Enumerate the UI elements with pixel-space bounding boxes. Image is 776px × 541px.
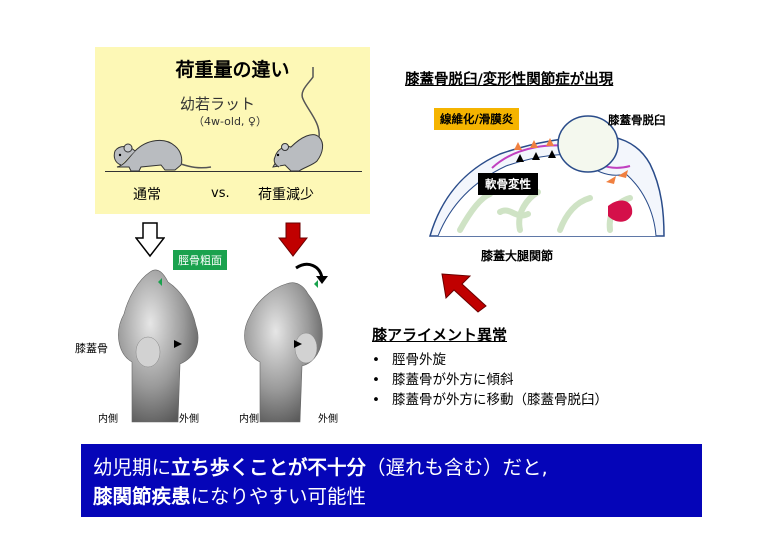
load-panel [95, 47, 370, 214]
rat-label: 幼若ラット [180, 95, 256, 113]
banner-text: （遅れも含む）だと, [366, 456, 548, 479]
banner-emphasis: 立ち歩くことが不十分 [171, 456, 367, 479]
rat-normal-icon [113, 139, 212, 172]
vs-label: vs. [211, 186, 230, 201]
banner-text: になりやすい可能性 [190, 485, 367, 508]
cartilage-degeneration-badge: 軟骨変性 [478, 173, 538, 195]
patella-label: 膝蓋骨 [75, 342, 108, 355]
normal-label: 通常 [133, 187, 161, 203]
down-arrow-white-icon [135, 222, 165, 258]
tibia-normal-image [118, 269, 199, 423]
banner-emphasis: 膝関節疾患 [93, 485, 191, 508]
banner-line-1: 幼児期に立ち歩くことが不十分（遅れも含む）だと, [93, 453, 690, 482]
medial-label-2: 内側 [239, 414, 259, 425]
banner-text: 幼児期に [93, 456, 172, 479]
up-left-arrow-red-icon [441, 273, 487, 313]
list-item: 脛骨外旋 [372, 348, 608, 368]
lateral-label-2: 外側 [318, 414, 338, 425]
tibia-reduced-image [244, 280, 323, 423]
patellofemoral-joint-label: 膝蓋大腿関節 [481, 249, 554, 263]
patella-pointer-icon-2 [294, 340, 302, 348]
medial-label: 内側 [98, 414, 118, 425]
rat-suspended-icon [272, 67, 324, 172]
down-arrow-red-icon [278, 222, 308, 257]
rotation-arrow-icon [295, 262, 328, 284]
alignment-title: 膝アライメント異常 [372, 326, 508, 344]
floor-line [105, 171, 362, 172]
alignment-list: 脛骨外旋 膝蓋骨が外方に傾斜 膝蓋骨が外方に移動（膝蓋骨脱臼） [372, 348, 608, 408]
list-item: 膝蓋骨が外方に移動（膝蓋骨脱臼） [372, 388, 608, 408]
rat-sub-label: （4w-old, ♀） [193, 115, 267, 128]
tibia-renderings [118, 262, 328, 423]
fibrosis-synovitis-badge: 線維化/滑膜炎 [434, 108, 520, 130]
banner-line-2: 膝関節疾患になりやすい可能性 [93, 482, 690, 511]
load-panel-title: 荷重量の違い [175, 59, 290, 81]
conclusion-banner: 幼児期に立ち歩くことが不十分（遅れも含む）だと, 膝関節疾患になりやすい可能性 [81, 444, 702, 517]
knee-diagram-title: 膝蓋骨脱臼/変形性関節症が出現 [405, 72, 614, 88]
list-item: 膝蓋骨が外方に傾斜 [372, 368, 608, 388]
patellar-dislocation-label: 膝蓋骨脱臼 [608, 113, 666, 127]
rat-illustrations [113, 67, 324, 172]
reduced-load-label: 荷重減少 [258, 187, 314, 203]
patella-pointer-icon [174, 340, 182, 348]
lateral-label: 外側 [179, 414, 199, 425]
tibial-tuberosity-badge: 脛骨粗面 [173, 250, 227, 270]
